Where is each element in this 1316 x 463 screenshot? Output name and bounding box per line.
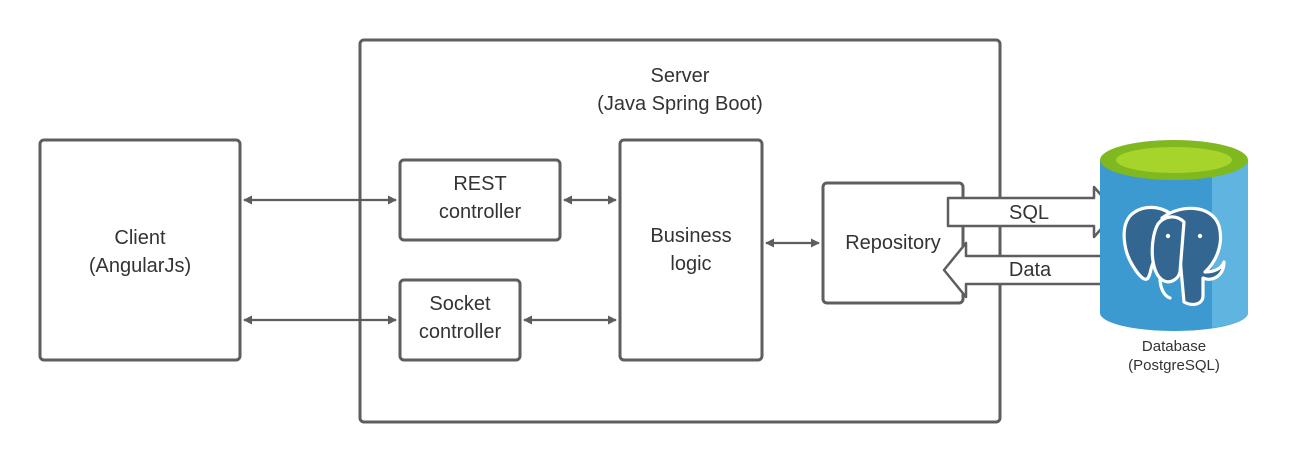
client-title: Client: [114, 227, 166, 249]
repository-box: Repository: [821, 181, 965, 305]
rest-controller-box: REST controller: [398, 158, 562, 242]
socket-controller-box: Socket controller: [398, 278, 522, 362]
socket-controller-line2: controller: [419, 321, 502, 343]
sql-flow-label: SQL: [1009, 202, 1049, 224]
business-logic-line2: logic: [670, 253, 711, 275]
business-logic-box: Business logic: [618, 138, 764, 362]
client-subtitle: (AngularJs): [89, 255, 191, 277]
postgresql-elephant-icon: [1122, 205, 1226, 307]
database-label-line1: Database: [1142, 338, 1206, 355]
business-logic-line1: Business: [650, 225, 731, 247]
rest-controller-line1: REST: [453, 173, 506, 195]
rest-controller-line2: controller: [439, 201, 522, 223]
client-box: Client (AngularJs): [38, 138, 242, 362]
database-label-line2: (PostgreSQL): [1128, 357, 1220, 374]
server-title: Server: [651, 65, 710, 87]
data-flow-arrow: Data: [942, 241, 1114, 299]
data-flow-label: Data: [1009, 259, 1052, 281]
repository-label: Repository: [845, 232, 941, 254]
server-subtitle: (Java Spring Boot): [597, 93, 763, 115]
socket-controller-line1: Socket: [429, 293, 491, 315]
